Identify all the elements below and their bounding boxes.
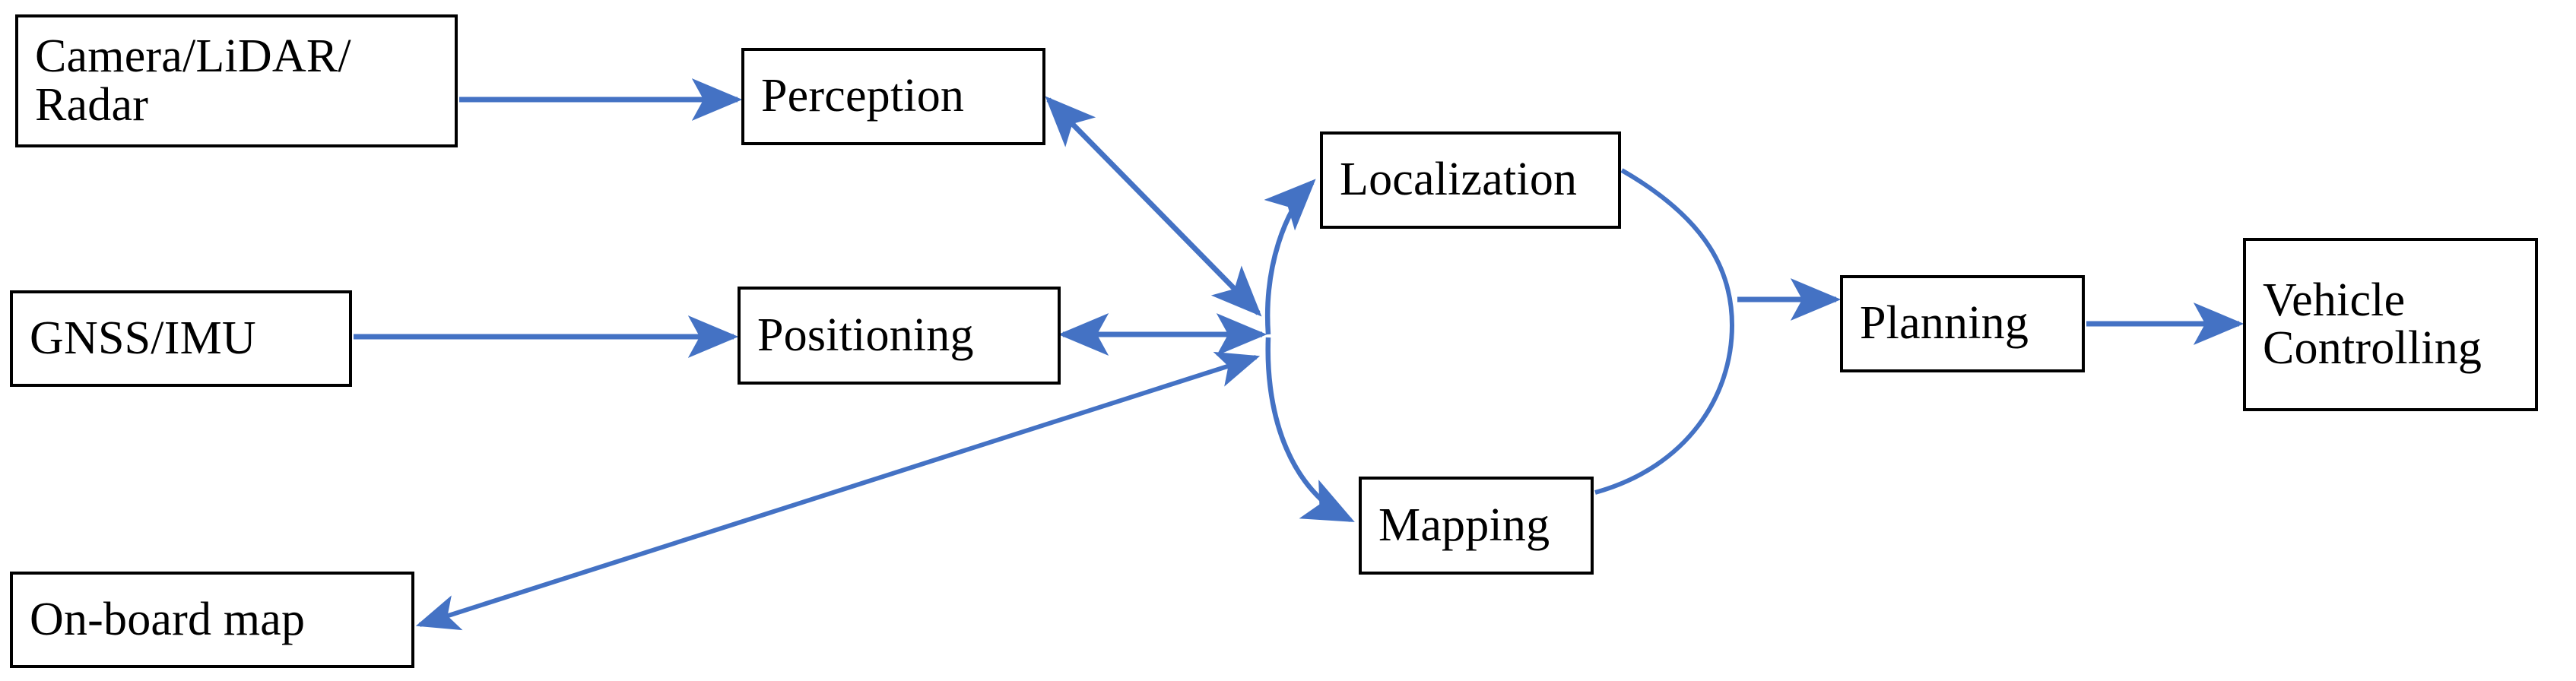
node-sensors[interactable]: Camera/LiDAR/ Radar (15, 14, 458, 147)
node-perception-label: Perception (761, 70, 965, 122)
node-gnss-imu-label: GNSS/IMU (30, 312, 256, 364)
node-mapping[interactable]: Mapping (1359, 477, 1594, 575)
node-sensors-label: Camera/LiDAR/ Radar (35, 30, 351, 131)
edge-localization-mapping-to-join (1594, 168, 1735, 495)
node-localization[interactable]: Localization (1320, 131, 1621, 229)
node-vehicle-controlling[interactable]: Vehicle Controlling (2243, 238, 2538, 411)
edge-hub-to-mapping (1265, 337, 1355, 522)
node-onboard-map-label: On-board map (30, 593, 306, 645)
node-onboard-map[interactable]: On-board map (10, 572, 414, 668)
node-positioning[interactable]: Positioning (738, 287, 1061, 385)
edge-onboardmap-to-hub (415, 351, 1261, 631)
node-localization-label: Localization (1340, 154, 1578, 206)
node-vehicle-controlling-label: Vehicle Controlling (2263, 274, 2482, 374)
edge-hub-to-localization (1264, 179, 1316, 335)
node-planning-label: Planning (1860, 297, 2029, 350)
node-planning[interactable]: Planning (1840, 275, 2085, 372)
node-gnss-imu[interactable]: GNSS/IMU (10, 290, 352, 387)
node-mapping-label: Mapping (1378, 499, 1550, 551)
node-perception[interactable]: Perception (741, 48, 1045, 145)
edge-perception-to-hub (1045, 96, 1262, 317)
node-positioning-label: Positioning (757, 309, 974, 361)
